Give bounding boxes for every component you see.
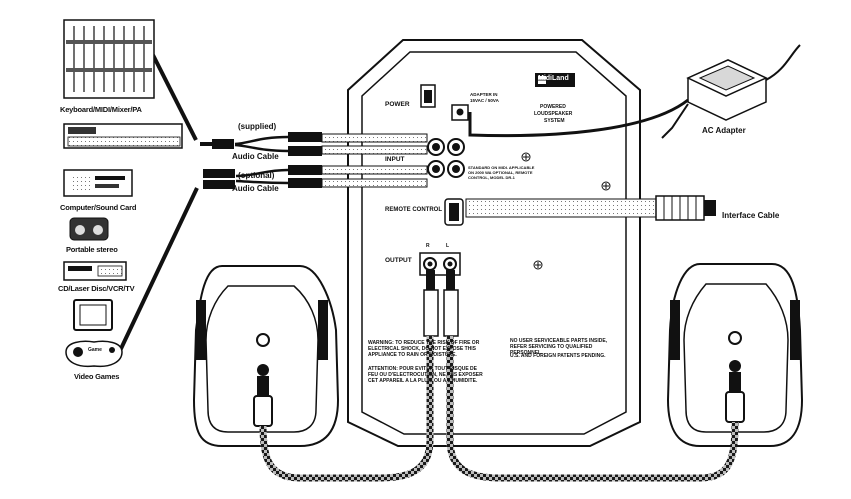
source-bracket-lines [116,54,199,356]
attention-text: ATTENTION: POUR EVITER TOUT RISQUE DE FE… [368,366,483,384]
brand-name: MidiLand [538,75,569,82]
panel-title-1: POWERED [540,104,566,110]
power-switch[interactable] [420,84,436,108]
cd-player-icon [63,261,127,281]
input-label: INPUT [385,156,405,163]
source-label-keyboard: Keyboard/MIDI/Mixer/PA [60,105,142,114]
supplied-label: (supplied) [238,122,277,131]
panel-title-2: LOUDSPEAKER [534,111,573,117]
audio-cable-label-1: Audio Cable [232,152,279,161]
brand-logo [535,73,575,87]
supplied-audio-cable [200,132,428,156]
interface-cable-label: Interface Cable [722,211,780,220]
optional-audio-cable [203,165,428,189]
input-jacks[interactable] [427,138,465,178]
right-speaker [666,263,804,447]
patents-text: U.S. AND FOREIGN PATENTS PENDING. [510,353,606,359]
portable-stereo-icon [69,217,109,241]
speaker-cables [259,270,739,482]
warning-text: WARNING: TO REDUCE THE RISK OF FIRE OR E… [368,340,480,358]
source-label-computer: Computer/Sound Card [60,203,137,212]
remote-control-port[interactable] [444,198,464,226]
output-jacks[interactable] [419,252,461,276]
output-r-label: R [426,243,430,249]
panel-screw [521,152,611,270]
source-label-portable: Portable stereo [66,245,118,254]
remote-control-label: REMOTE CONTROL [385,207,442,213]
adapter-in-jack[interactable] [451,104,469,121]
mixer-icon [63,19,155,99]
keyboard-icon [63,123,183,149]
tv-icon [73,299,113,331]
source-label-cd: CD/Laser Disc/VCR/TV [58,284,135,293]
interface-cable [465,195,716,221]
power-label: POWER [385,101,410,108]
audio-cable-label-2: Audio Cable [232,184,279,193]
adapter-spec-label: 15VAC / 50VA [470,98,499,103]
gamepad-icon [65,340,123,368]
source-label-games: Video Games [74,372,120,381]
ac-adapter [468,44,801,139]
left-speaker [192,265,340,447]
ac-adapter-label: AC Adapter [702,126,746,135]
gamepad-text: Game [88,347,102,353]
output-label: OUTPUT [385,257,412,264]
output-l-label: L [446,243,450,249]
standard-note: STANDARD ON MIDI. APPLICABLE ON 2000 WA … [468,165,535,180]
no-user-serviceable-text: NO USER SERVICEABLE PARTS INSIDE, REFER … [510,338,608,356]
computer-icon [63,169,133,197]
optional-label: (optional) [238,171,275,180]
panel-title-3: SYSTEM [544,118,565,124]
adapter-in-label: ADAPTER IN [470,92,498,97]
